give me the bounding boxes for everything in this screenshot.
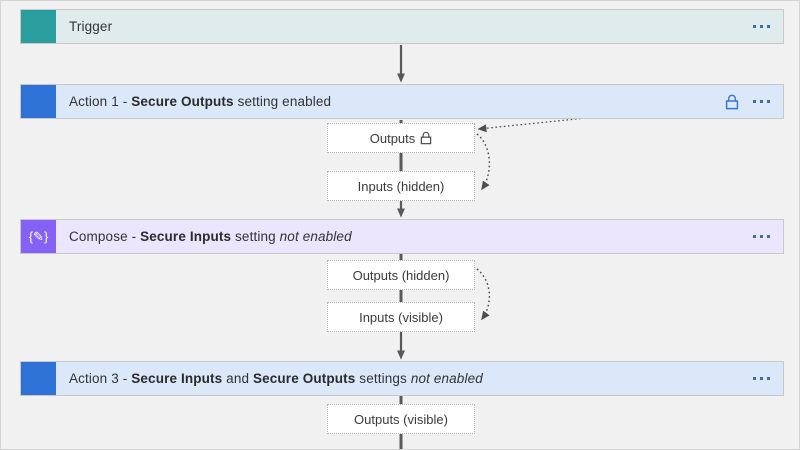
ellipsis-dot [753, 100, 756, 103]
step-title: Trigger [69, 19, 113, 34]
ellipsis-dot [760, 235, 763, 238]
step-body: Trigger [56, 10, 783, 43]
databox-cp-inputs: Inputs (visible) [327, 302, 475, 332]
ellipsis-dot [760, 25, 763, 28]
ellipsis-dot [767, 100, 770, 103]
databox-lock-icon [420, 131, 432, 145]
databox-label: Inputs (hidden) [357, 178, 445, 194]
ellipsis-dot [767, 235, 770, 238]
step-actions [725, 94, 772, 110]
workflow-step-action-3[interactable]: Action 3 - Secure Inputs and Secure Outp… [20, 361, 784, 396]
databox-label: Outputs (hidden) [352, 267, 450, 283]
step-title: Action 1 - Secure Outputs setting enable… [69, 94, 332, 109]
trigger-icon [21, 10, 56, 43]
ellipsis-dot [767, 377, 770, 380]
secure-outputs-lock-icon [725, 94, 739, 110]
lock-icon [725, 94, 739, 109]
databox-label: Outputs (visible) [354, 411, 448, 427]
ellipsis-dot [767, 25, 770, 28]
step-actions [751, 373, 772, 384]
more-commands-icon[interactable] [751, 96, 772, 107]
ellipsis-dot [753, 377, 756, 380]
more-commands-icon[interactable] [751, 231, 772, 242]
databox-a3-outputs: Outputs (visible) [327, 404, 475, 434]
step-body: Action 1 - Secure Outputs setting enable… [56, 85, 783, 118]
step-title: Action 3 - Secure Inputs and Secure Outp… [69, 371, 483, 386]
action-icon [21, 85, 56, 118]
more-commands-icon[interactable] [751, 21, 772, 32]
databox-a1-outputs: Outputs [327, 123, 475, 153]
step-title: Compose - Secure Inputs setting not enab… [69, 229, 352, 244]
lock-icon [421, 131, 432, 145]
workflow-step-trigger[interactable]: Trigger [20, 9, 784, 44]
ellipsis-dot [753, 235, 756, 238]
dotted-curve-compose-outputs-to-inputs [476, 268, 490, 321]
databox-a1-inputs: Inputs (hidden) [327, 171, 475, 201]
step-body: Compose - Secure Inputs setting not enab… [56, 220, 783, 253]
databox-label: Outputs [369, 130, 416, 146]
step-actions [751, 231, 772, 242]
more-commands-icon[interactable] [751, 373, 772, 384]
compose-icon: {✎} [21, 220, 56, 253]
workflow-step-action-1[interactable]: Action 1 - Secure Outputs setting enable… [20, 84, 784, 119]
step-actions [751, 21, 772, 32]
ellipsis-dot [753, 25, 756, 28]
databox-cp-outputs: Outputs (hidden) [327, 260, 475, 290]
step-body: Action 3 - Secure Inputs and Secure Outp… [56, 362, 783, 395]
ellipsis-dot [760, 100, 763, 103]
action-icon [21, 362, 56, 395]
dotted-curve-a1-outputs-to-inputs [476, 133, 491, 191]
workflow-step-compose[interactable]: {✎} Compose - Secure Inputs setting not e… [20, 219, 784, 254]
ellipsis-dot [760, 377, 763, 380]
databox-label: Inputs (visible) [359, 309, 443, 325]
